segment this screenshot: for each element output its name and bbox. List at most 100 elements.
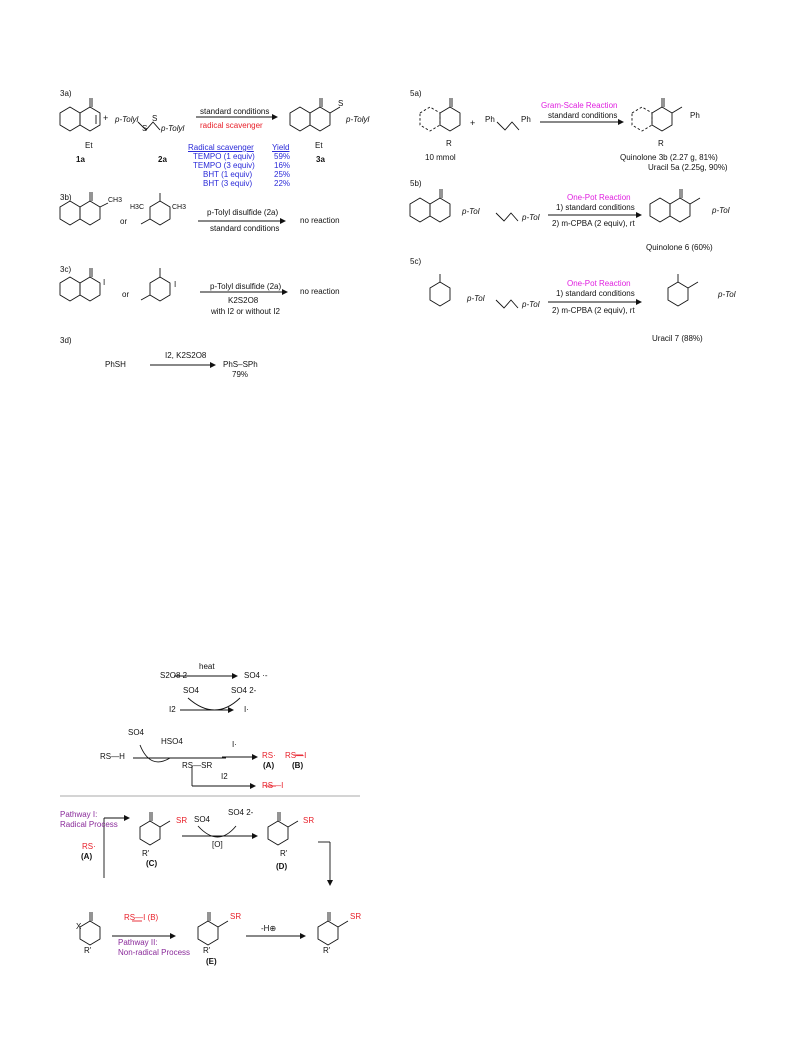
sulfate-radical-4: SO4 (194, 815, 211, 824)
product-ptol-5c: p-Tol (718, 290, 736, 299)
table-cell: TEMPO (3 equiv) (193, 161, 255, 170)
intermediate-C (139, 812, 171, 846)
pathway-2-title: Pathway II: (118, 938, 158, 947)
sulfur-1: S (142, 124, 148, 133)
sr-group-e: SR (230, 912, 242, 921)
methyl-label-3: CH3 (172, 204, 187, 211)
sulfate-radical-3: SO4 (128, 728, 145, 737)
iodine-i2: I2 (169, 705, 176, 714)
reagent-tolyl-2: p-Tolyl (161, 124, 185, 133)
ph-product: Ph (690, 111, 700, 120)
label-c: (C) (146, 859, 158, 868)
reagent-ph-2: Ph (521, 115, 531, 124)
product-5a-1: Quinolone 3b (2.27 g, 81%) (620, 153, 718, 162)
table-cell: TEMPO (1 equiv) (193, 152, 255, 161)
conditions-5a-title: Gram-Scale Reaction (541, 101, 618, 110)
panel-5a-label: 5a) (410, 89, 422, 98)
label-a-mech: (A) (81, 852, 93, 861)
persulfate: S2O8 2- (160, 671, 190, 680)
product-7: Uracil 7 (88%) (652, 334, 703, 343)
conditions-5c-step2: 2) m-CPBA (2 equiv), rt (552, 306, 635, 315)
compound-2a: 2a (158, 155, 167, 164)
sulfenyl-iodide-path2: RS—I (B) (124, 913, 159, 922)
sulfate-dianion-2: SO4 2- (228, 808, 254, 817)
reagent-tolyl-1: p-Tolyl (115, 115, 139, 124)
reagent-ptol-5b: p-Tol (462, 207, 480, 216)
disulfide-rssr: RS—SR (182, 761, 213, 770)
table-cell: 16% (274, 161, 291, 170)
panel-3b-label: 3b) (60, 193, 72, 202)
reactant-phsh: PhSH (105, 360, 126, 369)
reagent-ptol-5c: p-Tol (467, 294, 485, 303)
conditions-5c-step1: 1) standard conditions (556, 289, 635, 298)
compound-3a: 3a (316, 155, 325, 164)
r-prime-d: R' (280, 849, 288, 858)
r-label-5a-product: R (658, 139, 664, 148)
conditions-5b-title: One-Pot Reaction (567, 193, 631, 202)
conditions-3c-mid: K2S2O8 (228, 296, 259, 305)
sr-group-product: SR (350, 912, 362, 921)
thiyl-radical-a: RS· (262, 751, 276, 760)
product-sulfur: S (338, 99, 344, 108)
plus-5a: + (470, 118, 476, 128)
pathway-1-title: Pathway I: (60, 810, 98, 819)
conditions-3b-bottom: standard conditions (210, 224, 280, 233)
panel-5b-label: 5b) (410, 179, 422, 188)
structure-7 (667, 274, 699, 307)
label-b: (B) (292, 761, 304, 770)
sulfenyl-iodide-b: RS—I (285, 751, 307, 760)
x-start: X (76, 922, 82, 931)
or-text-3c: or (122, 290, 130, 299)
table-cell: 22% (274, 179, 291, 188)
methyl-label: CH3 (108, 197, 123, 204)
intermediate-D (267, 812, 299, 846)
structure-5c-reactant (429, 274, 451, 307)
reagent-ph-1: Ph (485, 115, 495, 124)
r-prime-product: R' (323, 946, 331, 955)
panel-3c-label: 3c) (60, 265, 72, 274)
pathway-2-subtitle: Non-radical Process (118, 948, 191, 957)
yield-3d: 79% (232, 370, 249, 379)
conditions-5c-title: One-Pot Reaction (567, 279, 631, 288)
conditions-5b-step1: 1) standard conditions (556, 203, 635, 212)
sulfate-radical-2: SO4 (183, 686, 200, 695)
label-d: (D) (276, 862, 288, 871)
panel-5c-label: 5c) (410, 257, 422, 266)
iodo-label: I (103, 278, 106, 287)
structure-5b-reactant (409, 189, 451, 223)
iodine-radical: I· (244, 705, 249, 714)
sr-group-d: SR (303, 816, 315, 825)
n-ethyl-3a: Et (315, 141, 323, 150)
reagent-ptol-5b-2: p-Tol (522, 213, 540, 222)
product-ptol-5b: p-Tol (712, 206, 730, 215)
product-3d: PhS–SPh (223, 360, 258, 369)
r-label-5a: R (446, 139, 452, 148)
table-cell: 25% (274, 170, 291, 179)
deprotonation-label: -H⊕ (261, 924, 277, 933)
thiol-rsh: RS—H (100, 752, 125, 761)
n-ethyl-1a: Et (85, 141, 93, 150)
structure-6 (649, 189, 701, 223)
table-header-yield: Yield (272, 143, 290, 152)
sulfenyl-iodide: RS—I (262, 781, 284, 790)
or-text: or (120, 217, 128, 226)
compound-1a: 1a (76, 155, 85, 164)
result-3b: no reaction (300, 216, 340, 225)
structure-3c-uracil (140, 268, 171, 302)
table-cell: 59% (274, 152, 291, 161)
iodine-radical-2: I· (232, 740, 237, 749)
label-a: (A) (263, 761, 275, 770)
oxidation-label: [O] (212, 840, 223, 849)
plus-sign: + (103, 113, 109, 123)
product-5a-2: Uracil 5a (2.25g, 90%) (648, 163, 728, 172)
conditions-5a: standard conditions (548, 111, 618, 120)
sulfur-2: S (152, 114, 158, 123)
sulfate-dianion: SO4 2- (231, 686, 257, 695)
structure-3b-uracil (140, 193, 171, 226)
structure-5a-reactant (419, 98, 461, 132)
reagent-ptol-5c-2: p-Tol (522, 300, 540, 309)
methyl-label-2: H3C (130, 204, 145, 211)
conditions-3c-bottom: with I2 or without I2 (211, 307, 280, 316)
conditions-5b-step2: 2) m-CPBA (2 equiv), rt (552, 219, 635, 228)
heat-label: heat (199, 662, 215, 671)
